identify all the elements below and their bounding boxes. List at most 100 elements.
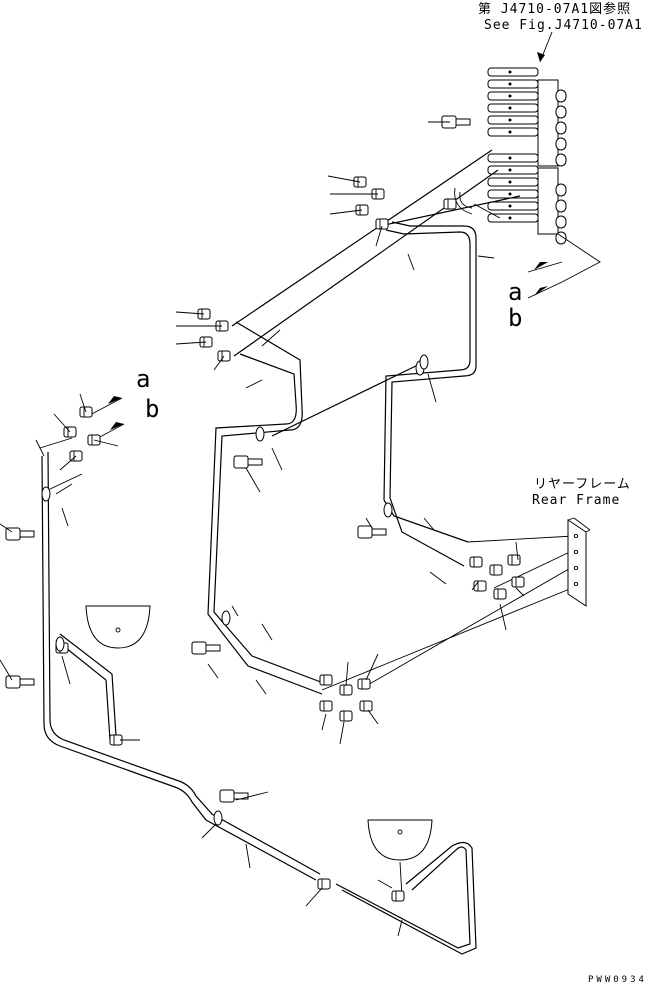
leader-line	[255, 679, 267, 695]
rear-frame-lines	[321, 535, 575, 691]
manifold-port	[508, 82, 512, 86]
manifold-tube	[487, 115, 539, 125]
leader-line	[327, 175, 361, 183]
lower-line-loop	[335, 841, 477, 955]
manifold-port	[508, 192, 512, 196]
leader-line	[261, 329, 281, 347]
reference-note-english: See Fig.J4710-07A1	[484, 18, 643, 33]
leader-line	[375, 225, 383, 247]
leader-line	[207, 663, 219, 679]
manifold-tube	[487, 91, 539, 101]
leader-line	[53, 413, 71, 433]
rear-frame-plate	[567, 517, 591, 607]
leader-line	[367, 709, 379, 725]
hex-bolt	[5, 675, 21, 689]
leader-line	[473, 203, 501, 219]
leader-line	[515, 541, 519, 561]
line-clamp	[255, 426, 265, 442]
hex-bolt	[191, 641, 207, 655]
leader-line	[407, 253, 415, 271]
bolts	[5, 115, 471, 803]
leader-line	[245, 843, 251, 869]
leader-line	[35, 439, 45, 457]
leader-line	[213, 355, 225, 371]
hex-bolt	[219, 789, 235, 803]
manifold-tube	[487, 177, 539, 187]
drawing-code: PWW0934	[588, 975, 647, 985]
manifold-port	[508, 106, 512, 110]
hose-fitting	[473, 580, 487, 592]
tanks	[85, 605, 433, 861]
leader-line	[365, 653, 379, 681]
manifold-tube	[487, 189, 539, 199]
leader-line	[329, 209, 363, 215]
manifold-cap	[555, 183, 567, 197]
manifold-tube	[487, 165, 539, 175]
line-clamp	[55, 636, 65, 652]
manifold-tube	[487, 153, 539, 163]
connection-label-a-upper: a	[508, 278, 523, 306]
clamps	[41, 354, 429, 826]
manifold-cap	[555, 215, 567, 229]
hose-fitting	[469, 556, 483, 568]
rear-frame-label-english: Rear Frame	[532, 493, 621, 508]
bolt-shank	[19, 530, 35, 538]
reference-note-japanese: 第 J4710-07A1図参照	[478, 2, 632, 17]
part-leader-lines	[0, 121, 525, 937]
hose-fitting	[391, 890, 405, 902]
line-clamp	[383, 502, 393, 518]
bolt-shank	[233, 792, 249, 800]
valve-manifold	[487, 67, 567, 245]
hose-fitting	[511, 576, 525, 588]
line-clamp	[213, 810, 223, 826]
leader-line	[0, 523, 13, 533]
hose-fitting	[375, 218, 389, 230]
leader-line	[61, 655, 71, 685]
manifold-port	[508, 130, 512, 134]
hex-bolt	[233, 455, 249, 469]
manifold-cap	[555, 89, 567, 103]
manifold-cap	[555, 231, 567, 245]
leader-line	[365, 517, 373, 529]
manifold-cap	[555, 137, 567, 151]
leader-line	[175, 341, 207, 345]
manifold-cap	[555, 153, 567, 167]
leader-line	[477, 255, 495, 259]
leader-line	[515, 587, 525, 597]
connection-label-b-left: b	[145, 395, 160, 423]
hose-fitting	[357, 678, 371, 690]
hose-fitting	[319, 674, 333, 686]
hex-bolt	[357, 525, 373, 539]
leader-line	[429, 571, 447, 585]
manifold-tube	[487, 103, 539, 113]
leader-line	[377, 879, 393, 889]
line-clamp	[221, 610, 231, 626]
leader-line	[61, 507, 69, 527]
left-line-assembly	[39, 396, 321, 881]
bolt-shank	[19, 678, 35, 686]
manifold-port	[508, 118, 512, 122]
manifold-port	[508, 168, 512, 172]
leader-line	[471, 581, 479, 591]
manifold-cap	[555, 199, 567, 213]
rear-frame-label-japanese: リヤーフレーム	[534, 477, 631, 492]
hose-fitting	[317, 878, 331, 890]
hose-fitting	[359, 700, 373, 712]
manifold-port	[508, 70, 512, 74]
leader-line	[345, 661, 349, 687]
manifold-port	[508, 180, 512, 184]
bolt-shank	[205, 644, 221, 652]
leader-line	[339, 721, 345, 745]
leader-line	[93, 439, 119, 447]
bolt-shank	[247, 458, 263, 466]
manifold-port	[508, 216, 512, 220]
manifold-tube	[487, 67, 539, 77]
fittings	[55, 176, 525, 902]
manifold-tube	[487, 213, 539, 223]
leader-line	[427, 373, 437, 403]
connection-arrows-upper	[527, 233, 601, 299]
manifold-cap	[555, 105, 567, 119]
leader-line	[245, 467, 261, 493]
hose-fitting	[319, 700, 333, 712]
manifold-cap	[555, 121, 567, 135]
